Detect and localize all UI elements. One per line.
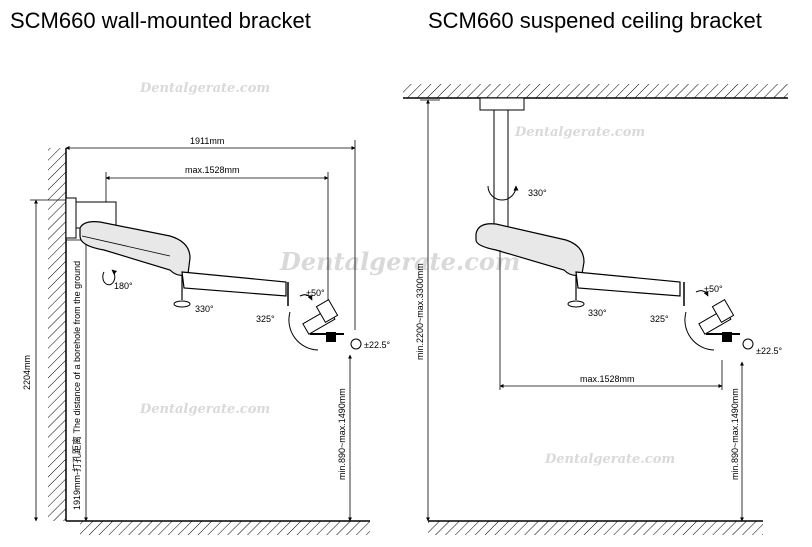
ceiling-dim-floor-clearance: min.890~max.1490mm xyxy=(730,388,740,480)
dim-arm-reach: max.1528mm xyxy=(185,165,240,175)
ceiling-dim-arm-reach: max.1528mm xyxy=(580,374,635,384)
floor-hatch-left xyxy=(80,521,370,535)
ceiling-angle-tilt: ±50° xyxy=(704,284,723,294)
dim-total-width: 1911mm xyxy=(190,136,224,146)
ceiling-angle-arm-joint: 330° xyxy=(588,308,607,318)
wall-hatch xyxy=(48,148,66,521)
watermark: Dentalgerate.com xyxy=(139,402,270,417)
ceiling-diagram: min.2200~max.3300mm 330° max.1528mm 330°… xyxy=(403,84,788,535)
watermark: Dentalgerate.com xyxy=(514,125,645,140)
angle-head-rotation: 325° xyxy=(256,314,275,324)
angle-tilt: ±50° xyxy=(306,288,325,298)
angle-wall-joint: 180° xyxy=(114,281,133,291)
column-rotation-arc xyxy=(487,185,519,201)
ceiling-head-rotation-arc xyxy=(684,311,715,351)
floor-hatch-right xyxy=(428,521,763,535)
watermark: Dentalgerate.com xyxy=(279,247,520,276)
ceiling-angle-head-rotation: 325° xyxy=(650,314,669,324)
watermark: Dentalgerate.com xyxy=(139,81,270,96)
wall-plate xyxy=(65,197,77,239)
dim-height: 2204mm xyxy=(22,355,32,390)
ceiling-mount xyxy=(479,97,525,111)
angle-side: ±22.5° xyxy=(364,340,390,350)
microscope-head xyxy=(302,299,362,350)
rotation-180-arrow xyxy=(102,269,118,286)
watermark: Dentalgerate.com xyxy=(544,452,675,467)
dim-borehole: 1919mm-打孔距离 The distance of a borehole f… xyxy=(71,261,82,510)
vertical-column xyxy=(493,109,509,229)
ceiling-hatch xyxy=(403,84,788,98)
dim-floor-clearance: min.890~max.1490mm xyxy=(337,388,347,480)
head-rotation-arc xyxy=(288,311,319,351)
wall-mounted-diagram: 1911mm max.1528mm 2204mm 1919mm-打孔距离 The… xyxy=(22,136,390,535)
angle-arm-joint: 330° xyxy=(195,304,214,314)
secondary-arm xyxy=(181,271,287,297)
ceiling-angle-side: ±22.5° xyxy=(756,346,782,356)
ceiling-microscope-head xyxy=(698,299,754,350)
wall-bracket-title: SCM660 wall-mounted bracket xyxy=(10,8,311,33)
ceiling-bracket-title: SCM660 suspened ceiling bracket xyxy=(428,8,762,33)
ceiling-secondary-arm xyxy=(575,271,681,297)
angle-column: 330° xyxy=(528,188,547,198)
main-arm xyxy=(79,221,191,276)
dim-ceiling-height: min.2200~max.3300mm xyxy=(415,263,425,360)
